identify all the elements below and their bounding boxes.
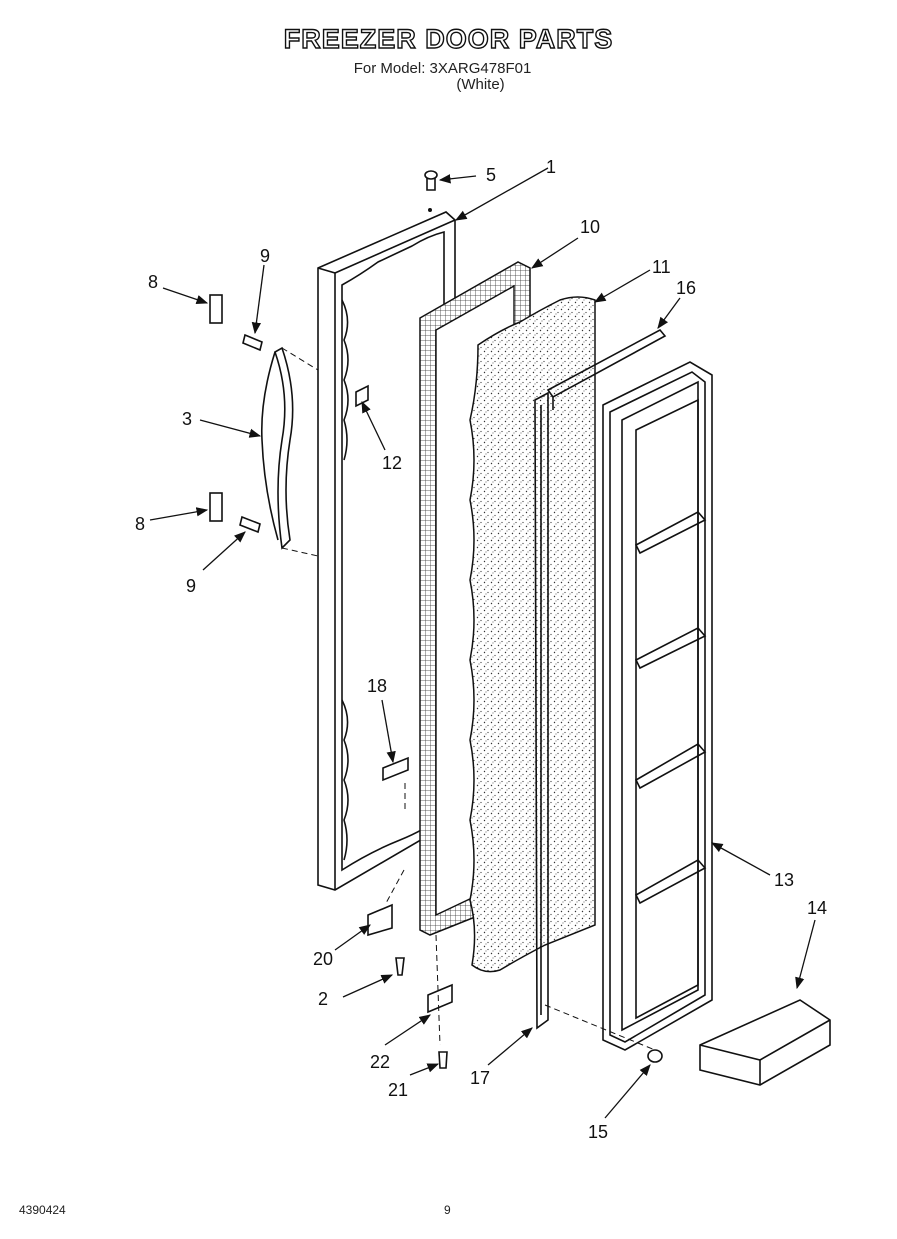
model-line: For Model: 3XARG478F01 [353, 60, 532, 77]
callout-16: 16 [676, 278, 696, 298]
color-line: (White) [456, 76, 505, 93]
callout-3: 3 [182, 409, 192, 429]
callout-1: 1 [546, 157, 556, 177]
callout-11: 11 [652, 257, 671, 277]
callout-20: 20 [313, 949, 333, 969]
callout-15: 15 [588, 1122, 608, 1142]
door-bin [699, 999, 831, 1086]
callout-9-bottom: 9 [186, 576, 196, 596]
small-hardware [209, 294, 663, 1069]
callout-17: 17 [470, 1068, 490, 1088]
assembly-lines [281, 347, 656, 1051]
page-title: FREEZER DOOR PARTS [283, 23, 614, 54]
callout-14: 14 [807, 898, 827, 918]
callout-8-top: 8 [148, 272, 158, 292]
door-handle [260, 346, 294, 550]
callout-18: 18 [367, 676, 387, 696]
page-number: 9 [444, 1203, 451, 1217]
document-number: 4390424 [19, 1203, 66, 1217]
leader-lines [149, 167, 816, 1119]
insulation-liner [469, 296, 596, 973]
callout-12: 12 [382, 453, 402, 473]
callout-21: 21 [388, 1080, 408, 1100]
callout-5: 5 [486, 165, 496, 185]
callout-13: 13 [774, 870, 794, 890]
callout-10: 10 [580, 217, 600, 237]
top-rail [546, 328, 667, 410]
callout-2: 2 [318, 989, 328, 1009]
vertical-strip [534, 391, 549, 1030]
callout-22: 22 [370, 1052, 390, 1072]
top-plug [424, 170, 438, 191]
callout-8-bottom: 8 [135, 514, 145, 534]
inner-door-liner [602, 361, 713, 1051]
callout-9-top: 9 [260, 246, 270, 266]
